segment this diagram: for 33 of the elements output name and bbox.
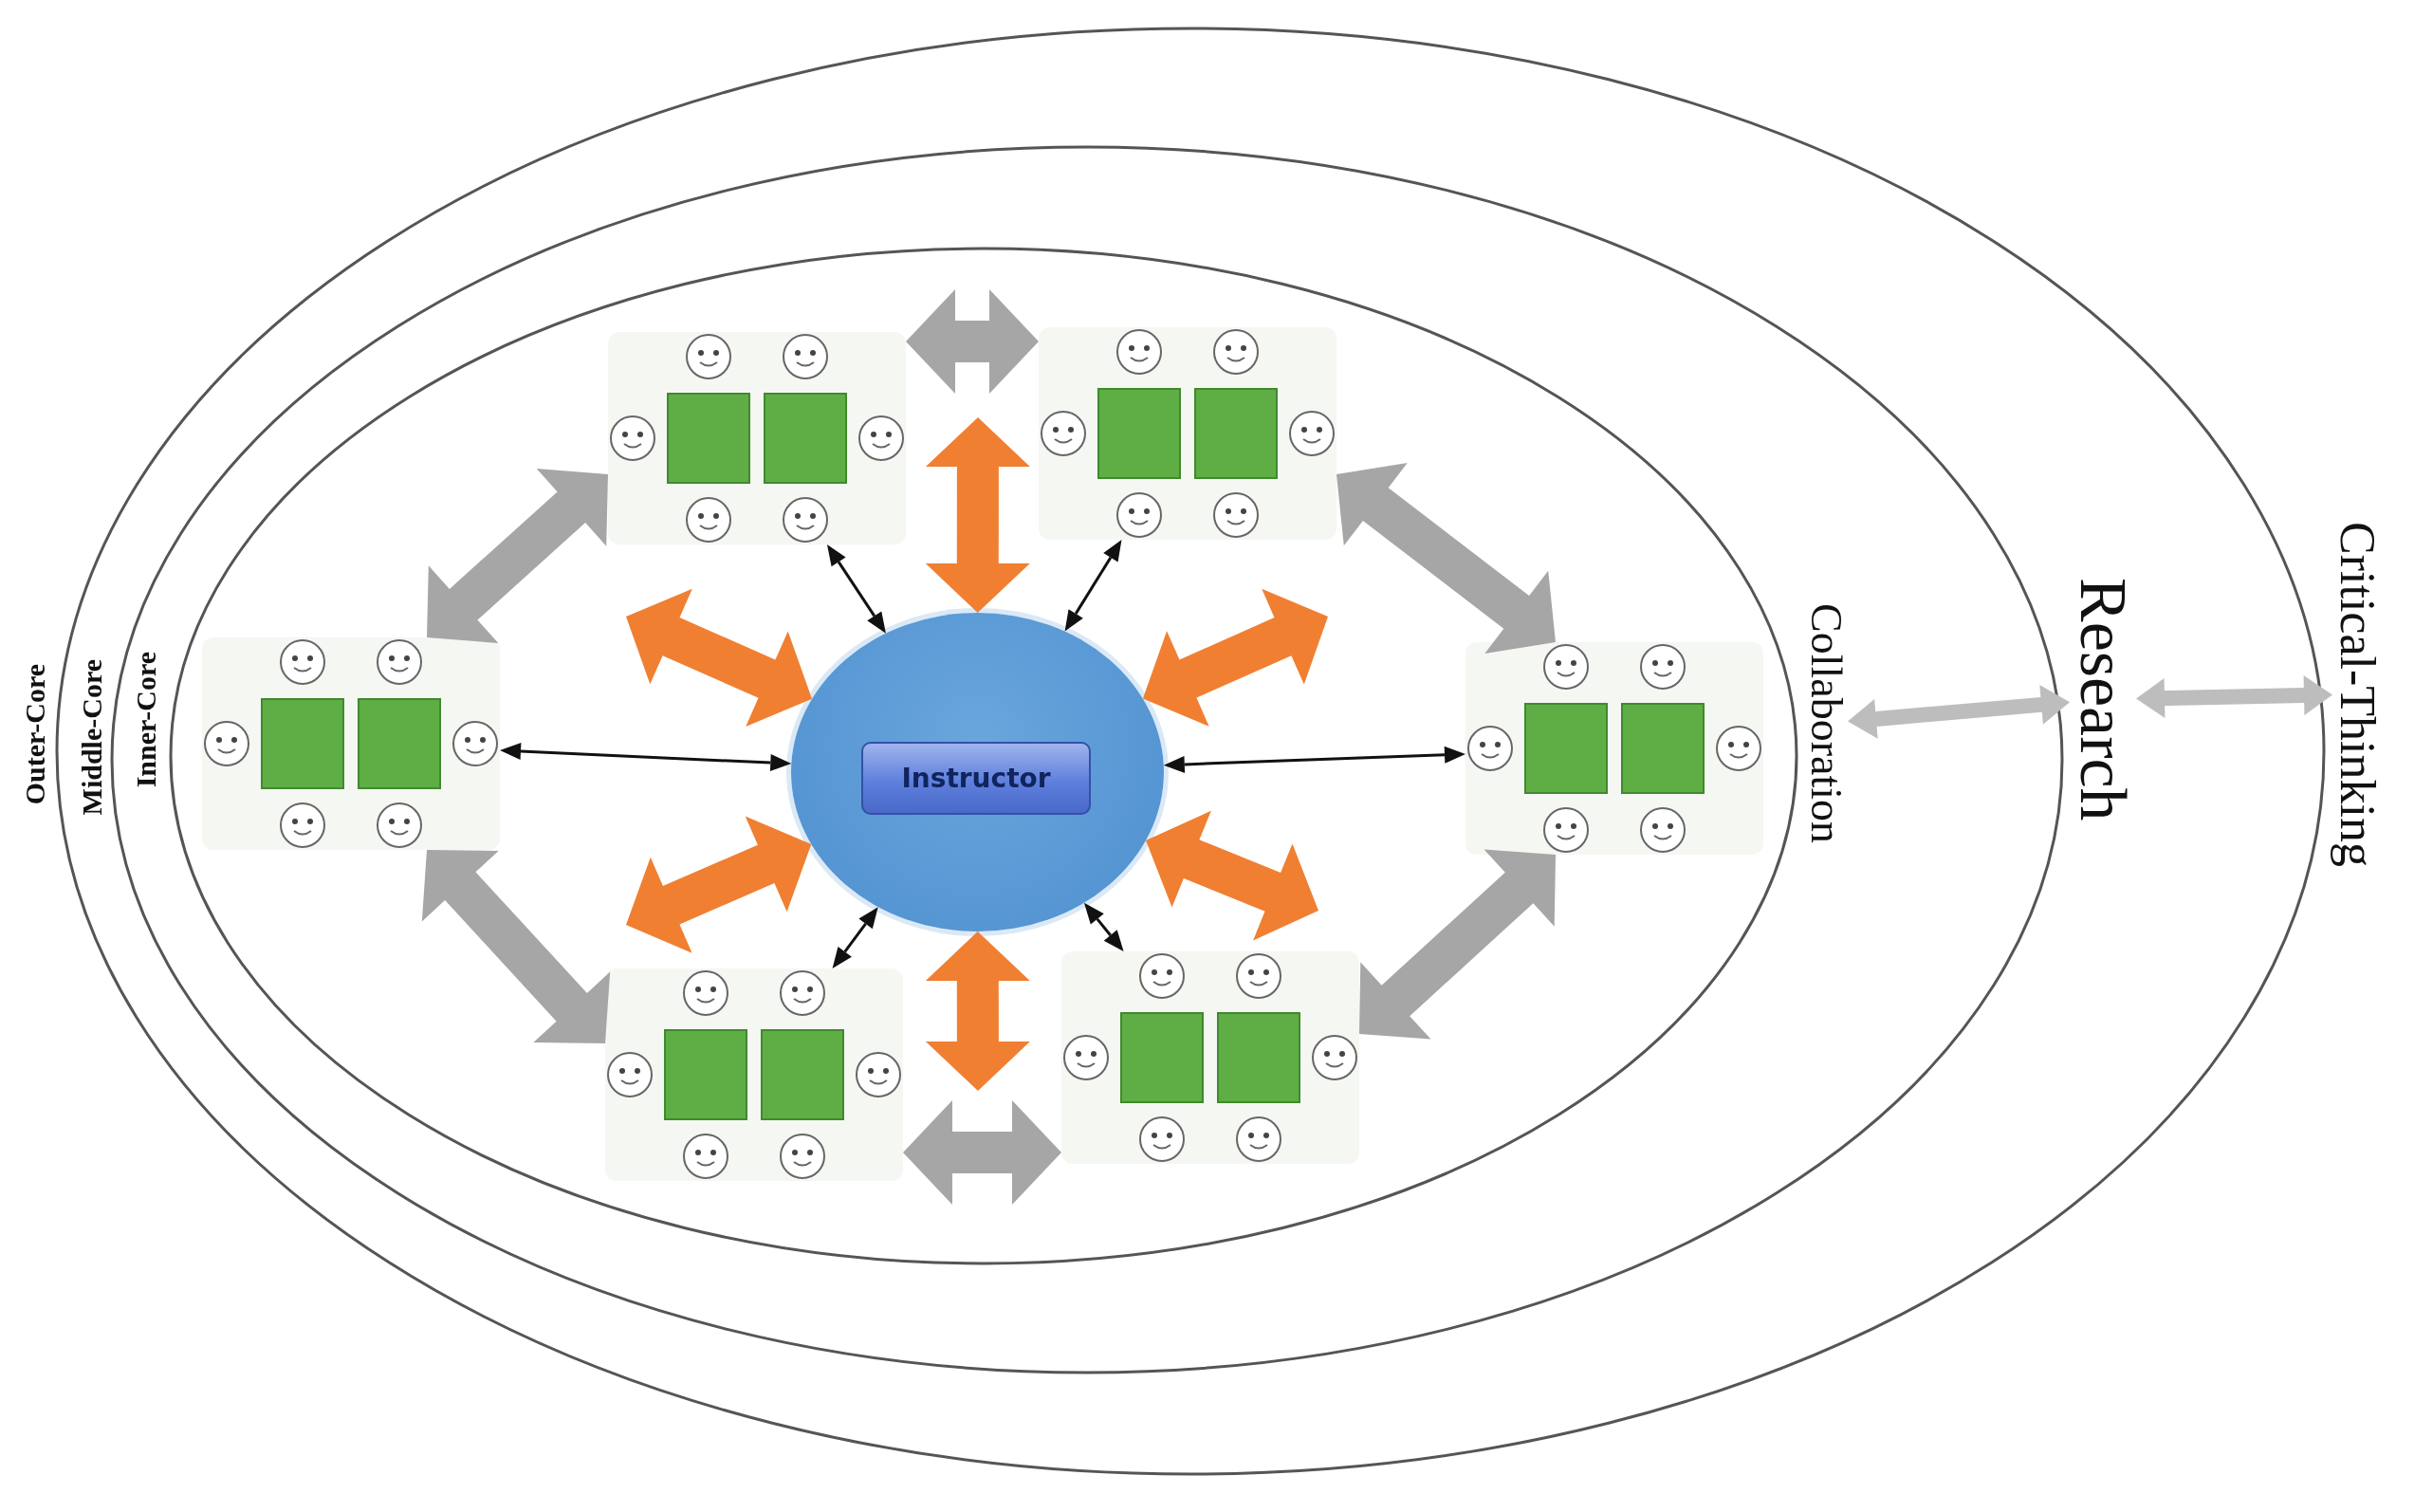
- double-arrow: [832, 907, 878, 968]
- double-arrow: [2136, 675, 2332, 718]
- ring-label: Research: [2070, 578, 2136, 821]
- double-arrow: [626, 816, 812, 953]
- ring-label: Middle-Core: [76, 659, 108, 816]
- double-arrow: [826, 544, 886, 634]
- ring-label: Critical-Thinking: [2332, 522, 2382, 867]
- label-button: Instructor: [861, 742, 1091, 815]
- ring-label: Collaboration: [1804, 603, 1848, 843]
- double-arrow: [1142, 588, 1328, 727]
- double-arrow: [626, 588, 812, 727]
- double-arrow: [1146, 810, 1318, 941]
- double-arrow: [1083, 902, 1124, 952]
- desk-group: [1465, 642, 1763, 855]
- double-arrow: [925, 931, 1030, 1091]
- desk-group: [1039, 327, 1336, 540]
- desk-group: [608, 332, 906, 544]
- desk-group: [1061, 951, 1359, 1164]
- desk-group: [605, 968, 903, 1181]
- double-arrow: [427, 468, 608, 644]
- desk-group: [202, 637, 500, 850]
- double-arrow: [421, 850, 611, 1043]
- double-arrow: [1163, 746, 1465, 773]
- double-arrow: [903, 1100, 1061, 1205]
- ring-label: Outer-Core: [19, 664, 51, 805]
- double-arrow: [1064, 540, 1122, 632]
- double-arrow: [925, 417, 1030, 613]
- ring-label: Inner-Core: [130, 652, 162, 788]
- double-arrow: [500, 743, 792, 772]
- double-arrow: [1359, 849, 1556, 1040]
- double-arrow: [1848, 684, 2070, 739]
- double-arrow: [1336, 463, 1556, 654]
- double-arrow: [906, 289, 1039, 394]
